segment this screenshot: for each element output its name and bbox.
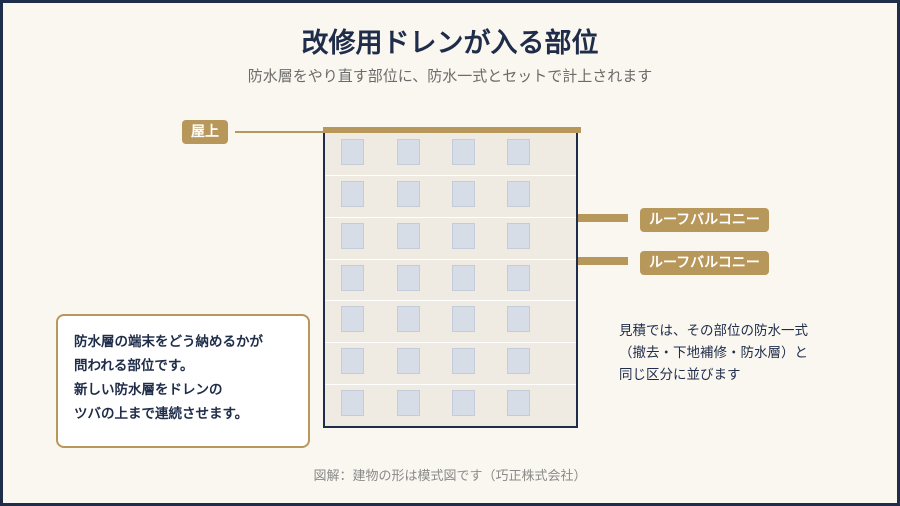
roof-balcony-2-band	[578, 257, 628, 265]
building-window	[507, 348, 530, 374]
callout-line: 問われる部位です。	[74, 358, 194, 374]
floor-divider	[325, 259, 576, 260]
building-window	[341, 139, 364, 165]
floor-divider	[325, 300, 576, 301]
floor-divider	[325, 217, 576, 218]
building-window	[341, 390, 364, 416]
detail-callout-box: 防水層の端末をどう納めるかが 問われる部位です。 新しい防水層をドレンの ツバの…	[56, 314, 310, 448]
building-window	[341, 348, 364, 374]
rooftop-leader-line	[235, 131, 325, 133]
roof-balcony-2-label: ルーフバルコニー	[640, 251, 769, 275]
floor-divider	[325, 384, 576, 385]
rooftop-label: 屋上	[182, 120, 228, 144]
building-window	[397, 265, 420, 291]
callout-line: 防水層の端末をどう納めるかが	[74, 334, 263, 350]
note-line: 同じ区分に並びます	[619, 367, 741, 383]
building-window	[397, 390, 420, 416]
page-title: 改修用ドレンが入る部位	[301, 28, 599, 59]
floor-divider	[325, 342, 576, 343]
building-window	[452, 181, 475, 207]
building-illustration	[323, 131, 578, 428]
building-window	[397, 223, 420, 249]
roof-waterproof-band	[323, 127, 581, 133]
building-window	[341, 223, 364, 249]
building-window	[341, 306, 364, 332]
note-line: （撤去・下地補修・防水層）と	[619, 345, 808, 361]
building-window	[341, 181, 364, 207]
building-window	[452, 223, 475, 249]
building-window	[397, 139, 420, 165]
building-window	[397, 348, 420, 374]
figure-caption: 図解：建物の形は模式図です（巧正株式会社）	[313, 469, 587, 484]
building-window	[452, 139, 475, 165]
building-window	[507, 306, 530, 332]
page-subtitle: 防水層をやり直す部位に、防水一式とセットで計上されます	[247, 67, 653, 85]
roof-balcony-1-label: ルーフバルコニー	[640, 208, 769, 232]
building-window	[452, 306, 475, 332]
building-window	[507, 390, 530, 416]
building-window	[507, 265, 530, 291]
callout-line: ツバの上まで連続させます。	[74, 406, 249, 422]
building-window	[452, 390, 475, 416]
note-line: 見積では、その部位の防水一式	[619, 323, 808, 339]
roof-balcony-1-band	[578, 214, 628, 222]
floor-divider	[325, 175, 576, 176]
building-window	[507, 181, 530, 207]
building-window	[507, 139, 530, 165]
callout-line: 新しい防水層をドレンの	[74, 382, 223, 398]
building-window	[341, 265, 364, 291]
building-window	[397, 306, 420, 332]
building-window	[452, 348, 475, 374]
building-window	[452, 265, 475, 291]
estimate-note: 見積では、その部位の防水一式 （撤去・下地補修・防水層）と 同じ区分に並びます	[619, 320, 808, 386]
building-window	[507, 223, 530, 249]
building-window	[397, 181, 420, 207]
